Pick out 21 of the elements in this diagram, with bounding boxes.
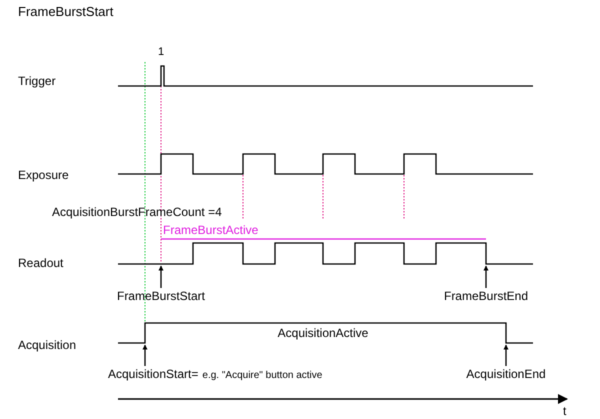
signal-name: Readout <box>18 256 64 270</box>
diagram-title: FrameBurstStart <box>18 5 114 19</box>
event-arrow <box>504 344 508 366</box>
event-arrow <box>158 266 164 288</box>
event-label: FrameBurstEnd <box>444 289 528 303</box>
acquisition-waveform <box>118 322 533 344</box>
event-label: AcquisitionEnd <box>466 367 546 381</box>
signal-name: Exposure <box>18 168 69 182</box>
state-label: AcquisitionActive <box>276 326 370 340</box>
event-note: e.g. "Acquire" button active <box>202 369 322 383</box>
state-label: FrameBurstActive <box>163 223 258 237</box>
signal-name: Trigger <box>18 74 56 88</box>
readout-waveform <box>118 242 533 265</box>
event-arrow <box>142 344 148 366</box>
parameter-label: AcquisitionBurstFrameCount =4 <box>52 205 222 219</box>
axis-label: t <box>563 404 566 418</box>
event-label: AcquisitionStart= <box>108 367 198 381</box>
callout-number: 1 <box>158 45 164 59</box>
signal-name: Acquisition <box>18 338 76 352</box>
event-arrow <box>484 266 488 288</box>
event-label: FrameBurstStart <box>116 289 206 303</box>
